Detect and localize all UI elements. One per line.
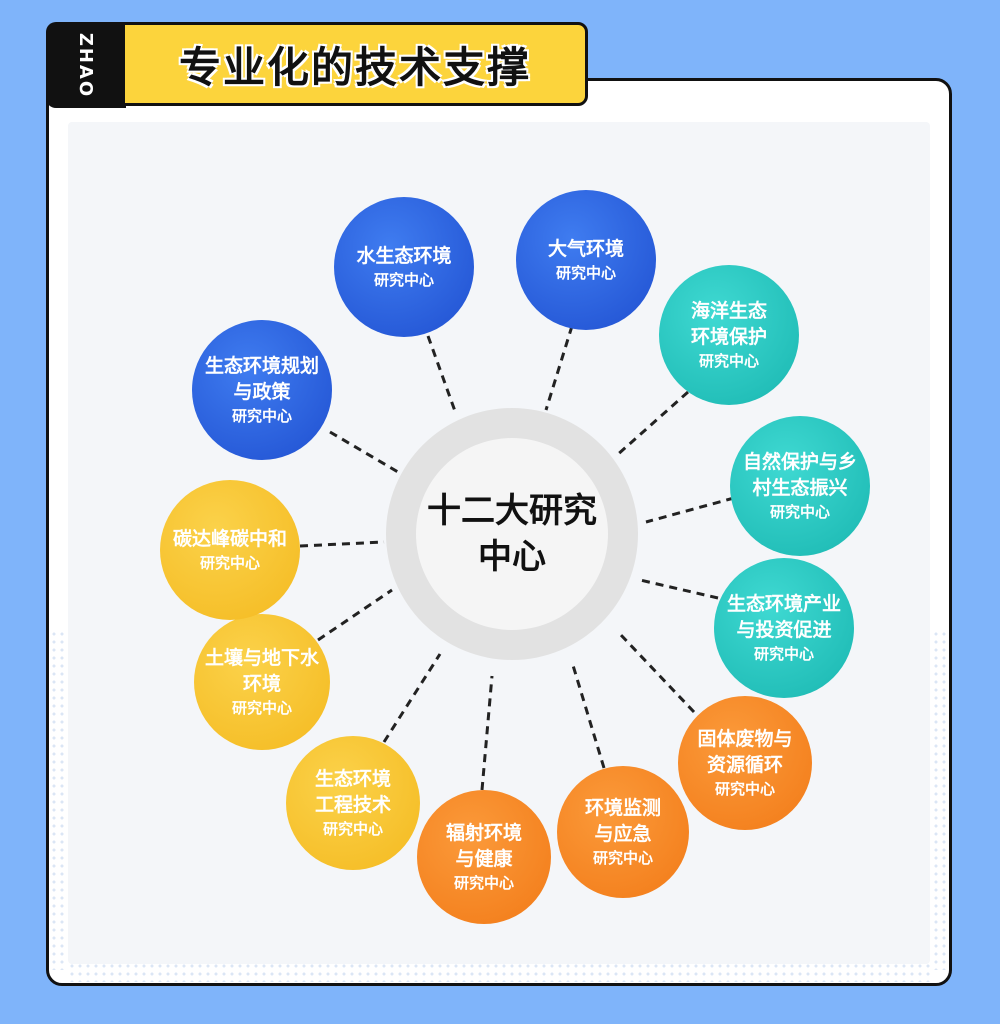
- node-eco-planning: 生态环境规划 与政策 研究中心: [192, 320, 332, 460]
- page-title: 专业化的技术支撑: [178, 42, 531, 92]
- node-subtitle: 研究中心: [555, 264, 616, 282]
- dot-pattern-right: [932, 630, 950, 970]
- node-subtitle: 研究中心: [769, 503, 830, 521]
- node-eco-industry: 生态环境产业 与投资促进 研究中心: [714, 558, 854, 698]
- node-title: 土壤与地下水 环境: [204, 647, 319, 695]
- node-title: 生态环境 工程技术: [314, 768, 391, 816]
- node-title: 海洋生态 环境保护: [690, 300, 767, 348]
- node-subtitle: 研究中心: [753, 645, 814, 663]
- node-title: 自然保护与乡 村生态振兴: [742, 451, 857, 499]
- node-radiation: 辐射环境 与健康 研究中心: [417, 790, 551, 924]
- node-title: 生态环境产业 与投资促进: [726, 593, 841, 641]
- header-tab-label: ZHAO: [75, 32, 97, 98]
- node-subtitle: 研究中心: [231, 407, 292, 425]
- node-title: 大气环境: [547, 238, 624, 260]
- node-solid-waste: 固体废物与 资源循环 研究中心: [678, 696, 812, 830]
- header-title-box: 专业化的技术支撑: [122, 22, 588, 106]
- dot-pattern-left: [50, 630, 68, 970]
- dot-pattern-bottom: [68, 962, 930, 982]
- node-subtitle: 研究中心: [322, 820, 383, 838]
- node-subtitle: 研究中心: [373, 271, 434, 289]
- node-ocean-ecology: 海洋生态 环境保护 研究中心: [659, 265, 799, 405]
- node-atmosphere: 大气环境 研究中心: [516, 190, 656, 330]
- node-title: 水生态环境: [356, 245, 452, 267]
- hub-label: 十二大研究中心: [427, 491, 597, 577]
- node-subtitle: 研究中心: [592, 849, 653, 867]
- node-subtitle: 研究中心: [698, 352, 759, 370]
- node-monitoring: 环境监测 与应急 研究中心: [557, 766, 689, 898]
- hub-circle: 十二大研究中心: [416, 438, 608, 630]
- node-subtitle: 研究中心: [453, 874, 514, 892]
- node-eco-engineering: 生态环境 工程技术 研究中心: [286, 736, 420, 870]
- node-nature-conservation: 自然保护与乡 村生态振兴 研究中心: [730, 416, 870, 556]
- node-title: 生态环境规划 与政策: [204, 355, 319, 403]
- node-subtitle: 研究中心: [199, 554, 260, 572]
- node-subtitle: 研究中心: [231, 699, 292, 717]
- node-title: 辐射环境 与健康: [445, 822, 522, 870]
- node-title: 碳达峰碳中和: [172, 528, 287, 550]
- header-tab: ZHAO: [46, 22, 126, 108]
- node-subtitle: 研究中心: [714, 780, 775, 798]
- node-water-ecology: 水生态环境 研究中心: [334, 197, 474, 337]
- node-title: 固体废物与 资源循环: [697, 728, 793, 776]
- node-title: 环境监测 与应急: [584, 797, 661, 845]
- node-soil-groundwater: 土壤与地下水 环境 研究中心: [194, 614, 330, 750]
- node-carbon-neutral: 碳达峰碳中和 研究中心: [160, 480, 300, 620]
